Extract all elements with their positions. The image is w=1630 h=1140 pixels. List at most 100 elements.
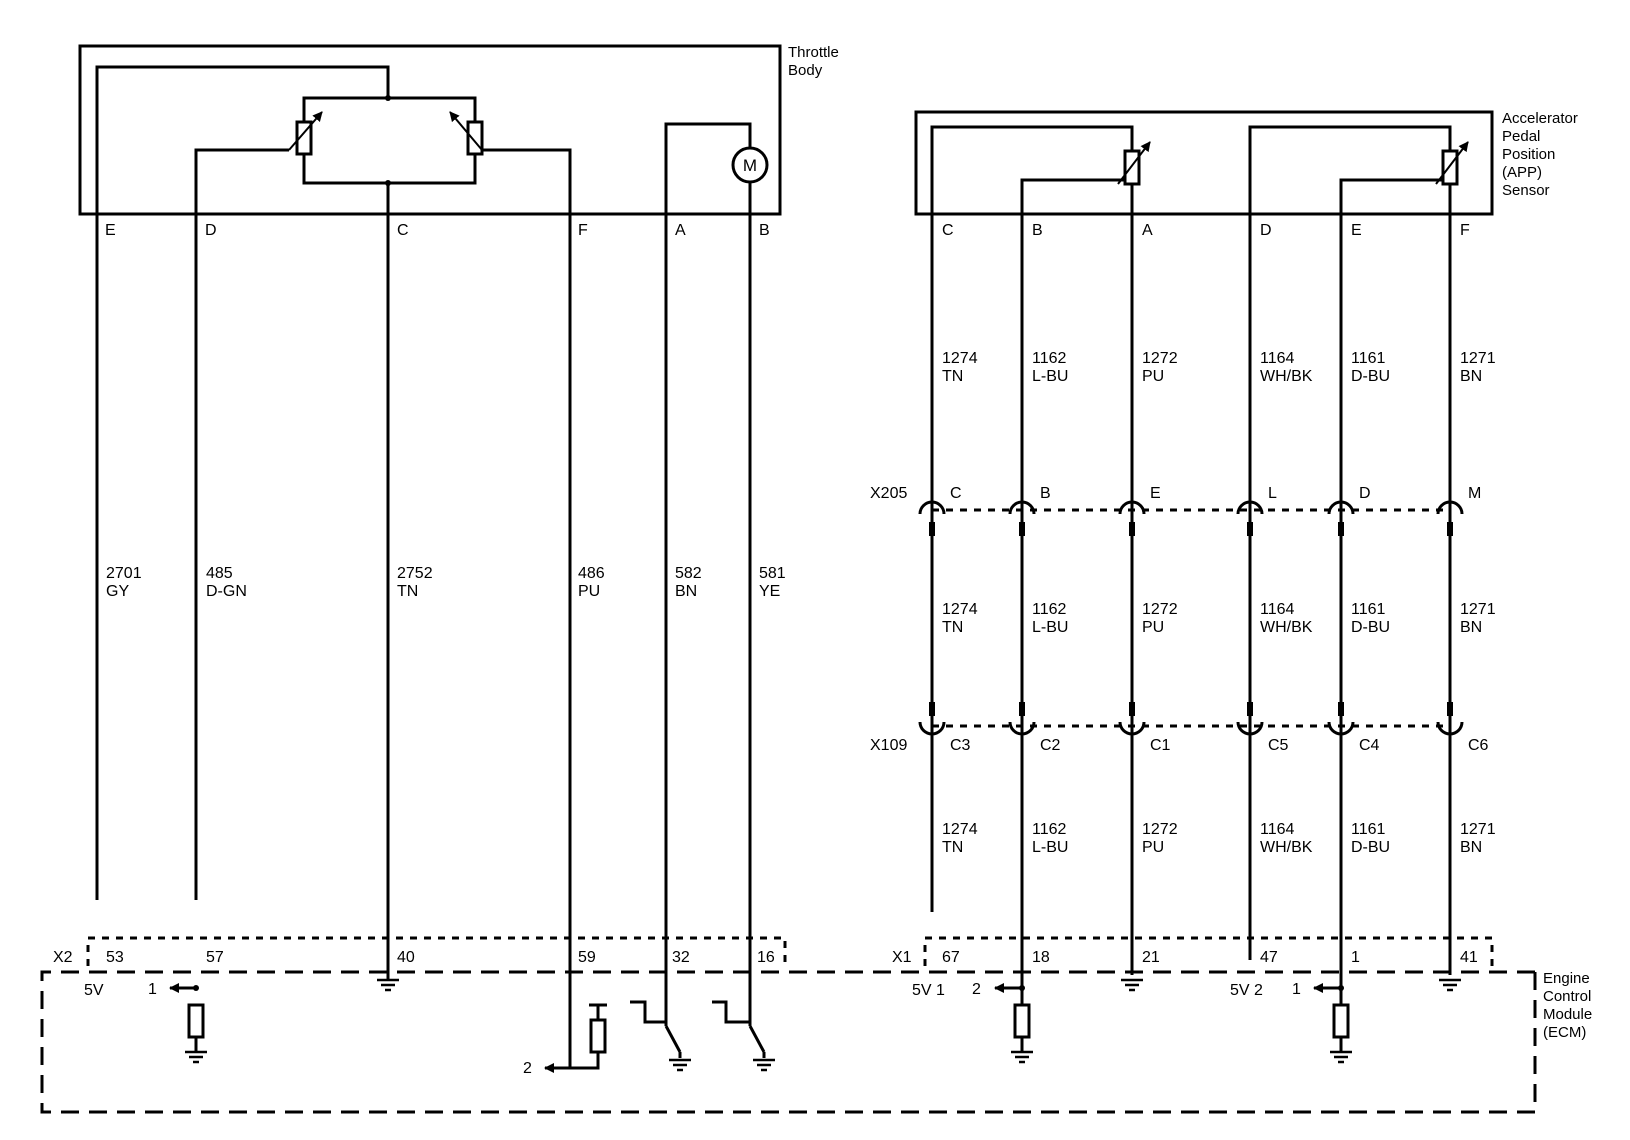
x2-label: X2	[53, 949, 73, 966]
variable-arrow-icon	[449, 111, 483, 151]
svg-text:1161: 1161	[1351, 350, 1386, 367]
ecm: Engine Control Module (ECM) 5V 1 2 5V 1	[40, 970, 1592, 1114]
svg-text:1271: 1271	[1460, 601, 1496, 618]
app-pin-f: F	[1460, 222, 1470, 239]
svg-text:1161: 1161	[1351, 821, 1386, 838]
svg-text:1164: 1164	[1260, 601, 1295, 618]
app-label-line5: Sensor	[1502, 182, 1550, 199]
x205-connector: X205 C B E L D M	[870, 485, 1481, 512]
svg-text:WH/BK: WH/BK	[1260, 368, 1313, 385]
app-pin-b: B	[1032, 222, 1043, 239]
app-label-line4: (APP)	[1502, 164, 1542, 181]
pullup-resistor	[589, 1018, 607, 1054]
x2-pin-16: 16	[757, 949, 775, 966]
app-sensor: Accelerator Pedal Position (APP) Sensor …	[870, 110, 1578, 1030]
tps-resistor-2	[466, 120, 484, 156]
ecm-5v-2-label: 5V 2	[1230, 982, 1263, 999]
app-label-line3: Position	[1502, 146, 1555, 163]
svg-text:C: C	[950, 485, 962, 502]
variable-arrow-icon	[1117, 141, 1151, 185]
svg-text:1272: 1272	[1142, 601, 1178, 618]
svg-text:D: D	[1359, 485, 1371, 502]
ground-icon	[1119, 978, 1145, 992]
ground-icon	[1009, 1050, 1035, 1064]
ecm-5v-label: 5V	[84, 982, 104, 999]
svg-text:L: L	[1268, 485, 1277, 502]
app-pin-c: C	[942, 222, 954, 239]
x109-connector: X109 C3 C2 C1 C5 C4 C6	[870, 724, 1489, 754]
throttle-body-label-line2: Body	[788, 62, 823, 79]
throttle-pin-f: F	[578, 222, 588, 239]
variable-arrow-icon	[1435, 141, 1469, 185]
ecm-signal-1-right: 1	[1292, 981, 1301, 998]
x2-pin-57: 57	[206, 949, 224, 966]
svg-text:L-BU: L-BU	[1032, 368, 1068, 385]
svg-text:M: M	[1468, 485, 1481, 502]
svg-text:PU: PU	[1142, 368, 1164, 385]
throttle-pin-a: A	[675, 222, 686, 239]
ecm-label-line1: Engine	[1543, 970, 1590, 987]
svg-text:D-BU: D-BU	[1351, 619, 1390, 636]
ground-icon	[375, 978, 401, 992]
ecm-signal-2-left: 2	[523, 1060, 532, 1077]
x205-label: X205	[870, 485, 907, 502]
x1-pin-18: 18	[1032, 949, 1050, 966]
svg-text:1162: 1162	[1032, 821, 1067, 838]
ground-icon	[1328, 1050, 1354, 1064]
app-pin-e: E	[1351, 222, 1362, 239]
ground-icon	[667, 1058, 693, 1072]
x2-pin-53: 53	[106, 949, 124, 966]
svg-text:1274: 1274	[942, 821, 978, 838]
svg-text:486: 486	[578, 565, 605, 582]
svg-text:BN: BN	[1460, 619, 1482, 636]
ecm-5v-1-label: 5V 1	[912, 982, 945, 999]
ground-icon	[751, 1058, 777, 1072]
svg-text:L-BU: L-BU	[1032, 839, 1068, 856]
svg-text:TN: TN	[942, 619, 963, 636]
svg-text:GY: GY	[106, 583, 129, 600]
svg-text:1164: 1164	[1260, 821, 1295, 838]
svg-text:1274: 1274	[942, 350, 978, 367]
svg-text:L-BU: L-BU	[1032, 619, 1068, 636]
inline-connector-terminals	[918, 500, 1464, 736]
svg-text:582: 582	[675, 565, 702, 582]
app-wire-labels-lower: 1274 TN 1162 L-BU 1272 PU 1164 WH/BK 116…	[942, 821, 1496, 856]
svg-text:581: 581	[759, 565, 786, 582]
svg-text:WH/BK: WH/BK	[1260, 619, 1313, 636]
svg-text:C2: C2	[1040, 737, 1061, 754]
x2-connector: X2 53 57 40 59 32 16	[53, 936, 787, 966]
svg-text:C4: C4	[1359, 737, 1380, 754]
svg-text:2701: 2701	[106, 565, 142, 582]
throttle-pin-e: E	[105, 222, 116, 239]
ground-icon	[1437, 978, 1463, 992]
x2-pin-59: 59	[578, 949, 596, 966]
motor-symbol: M	[743, 156, 757, 175]
svg-text:1272: 1272	[1142, 350, 1178, 367]
svg-text:1161: 1161	[1351, 601, 1386, 618]
pulldown-resistor	[187, 1003, 205, 1039]
svg-text:1271: 1271	[1460, 350, 1496, 367]
svg-text:1274: 1274	[942, 601, 978, 618]
ecm-label-line2: Control	[1543, 988, 1591, 1005]
svg-text:1164: 1164	[1260, 350, 1295, 367]
x2-pin-40: 40	[397, 949, 415, 966]
svg-text:E: E	[1150, 485, 1161, 502]
throttle-wire-581: 581 YE	[759, 565, 786, 600]
svg-text:1271: 1271	[1460, 821, 1496, 838]
ecm-label-line4: (ECM)	[1543, 1024, 1586, 1041]
ground-icon	[183, 1050, 209, 1064]
svg-text:485: 485	[206, 565, 233, 582]
throttle-wire-485: 485 D-GN	[206, 565, 247, 600]
app-pin-a: A	[1142, 222, 1153, 239]
ecm-label-line3: Module	[1543, 1006, 1592, 1023]
svg-text:PU: PU	[1142, 839, 1164, 856]
app-label-line1: Accelerator	[1502, 110, 1578, 127]
app-sensor-1-resistor	[1123, 149, 1141, 186]
throttle-wire-486: 486 PU	[578, 565, 605, 600]
svg-text:TN: TN	[397, 583, 418, 600]
app-pin-d: D	[1260, 222, 1272, 239]
throttle-pin-b: B	[759, 222, 770, 239]
svg-text:TN: TN	[942, 368, 963, 385]
svg-text:D-BU: D-BU	[1351, 368, 1390, 385]
